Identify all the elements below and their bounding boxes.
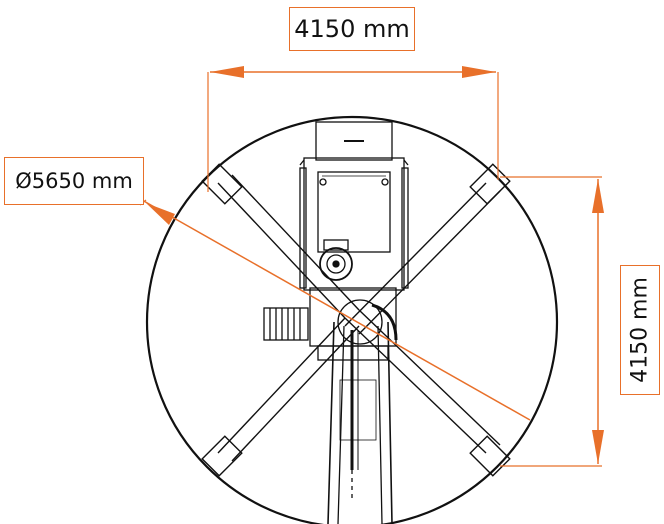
swing-diameter-circle [145,115,559,524]
width-dimension-label: 4150 mm [289,7,415,51]
dimension-lines [139,66,604,467]
diameter-dimension-label: Ø5650 mm [4,157,144,205]
depth-dimension-box: 4150 mm [620,265,660,395]
machine-body [263,121,409,524]
outriggers [201,163,511,477]
outrigger-pad-bottom-left [201,435,243,477]
depth-dimension-label: 4150 mm [627,277,653,383]
outrigger-pad-top-right [469,163,511,205]
outrigger-pad-top-left [201,163,243,205]
outrigger-pad-bottom-right [469,435,511,477]
